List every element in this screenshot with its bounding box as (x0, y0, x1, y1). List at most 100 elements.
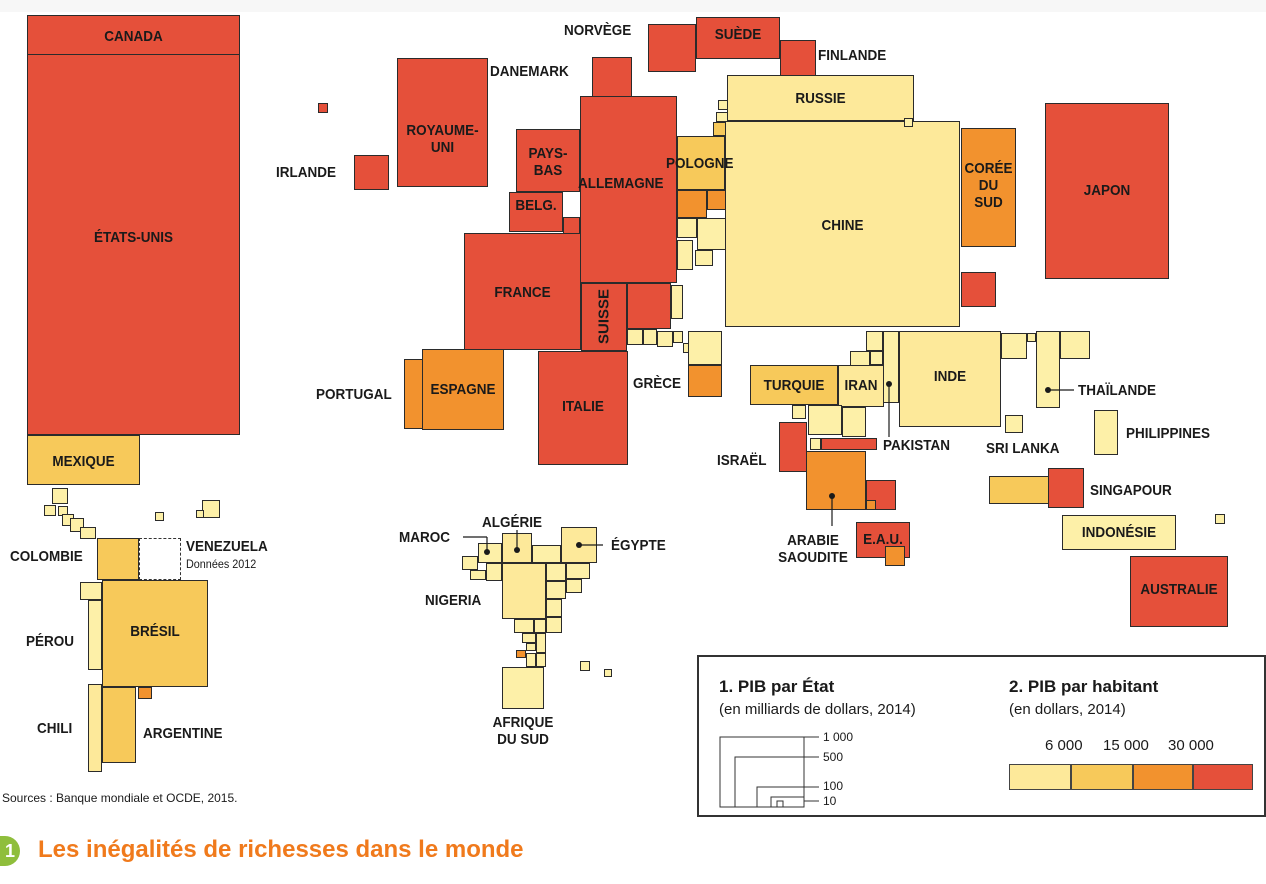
small-country[interactable] (546, 617, 562, 633)
small-country[interactable] (1027, 333, 1036, 342)
country-philippines[interactable] (1094, 410, 1118, 455)
small-country[interactable] (866, 480, 896, 510)
country-italie[interactable] (538, 351, 628, 465)
small-country[interactable] (604, 669, 612, 677)
small-country[interactable] (627, 329, 643, 345)
small-country[interactable] (842, 407, 866, 437)
small-country[interactable] (792, 405, 806, 419)
country-turquie[interactable] (750, 365, 838, 405)
small-country[interactable] (514, 619, 534, 633)
small-country[interactable] (526, 643, 536, 651)
country-allemagne[interactable] (580, 96, 677, 283)
country-australie[interactable] (1130, 556, 1228, 627)
small-country[interactable] (546, 599, 562, 617)
small-country[interactable] (318, 103, 328, 113)
country-irlande[interactable] (354, 155, 389, 190)
small-country[interactable] (810, 438, 821, 450)
small-country[interactable] (536, 633, 546, 653)
small-country[interactable] (462, 556, 478, 570)
small-country[interactable] (534, 619, 546, 633)
country-maroc[interactable] (478, 543, 502, 563)
small-country[interactable] (866, 500, 876, 510)
country-japon[interactable] (1045, 103, 1169, 279)
small-country[interactable] (643, 329, 657, 345)
small-country[interactable] (866, 331, 883, 351)
small-country[interactable] (716, 112, 728, 122)
country-france[interactable] (464, 233, 581, 350)
small-country[interactable] (196, 510, 204, 518)
small-country[interactable] (697, 218, 727, 250)
country-russie[interactable] (727, 75, 914, 121)
small-country[interactable] (688, 331, 722, 365)
country-nigeria[interactable] (502, 563, 546, 619)
country-colombie[interactable] (97, 538, 139, 580)
small-country[interactable] (486, 563, 502, 581)
small-country[interactable] (526, 653, 536, 667)
small-country[interactable] (961, 272, 996, 307)
country-chili[interactable] (88, 684, 102, 772)
country-venezuela[interactable] (139, 538, 181, 580)
country-danemark[interactable] (592, 57, 632, 97)
small-country[interactable] (1060, 331, 1090, 359)
country-espagne[interactable] (422, 349, 504, 430)
small-country[interactable] (202, 500, 220, 518)
country-indonesie[interactable] (1062, 515, 1176, 550)
country-chine[interactable] (725, 121, 960, 327)
small-country[interactable] (566, 579, 582, 593)
small-country[interactable] (627, 283, 671, 329)
small-country[interactable] (671, 285, 683, 319)
country-pologne[interactable] (677, 136, 725, 190)
country-etats-unis[interactable] (27, 54, 240, 435)
small-country[interactable] (52, 488, 68, 504)
small-country[interactable] (580, 661, 590, 671)
country-belg[interactable] (509, 192, 563, 232)
country-finlande[interactable] (780, 40, 816, 76)
small-country[interactable] (536, 653, 546, 667)
country-bresil[interactable] (102, 580, 208, 687)
country-iran[interactable] (838, 365, 884, 407)
country-grece[interactable] (688, 365, 722, 397)
country-afrique-du-sud[interactable] (502, 667, 544, 709)
small-country[interactable] (532, 545, 561, 563)
small-country[interactable] (470, 570, 486, 580)
country-norvege[interactable] (648, 24, 696, 72)
small-country[interactable] (80, 527, 96, 539)
country-argentine[interactable] (102, 687, 136, 763)
small-country[interactable] (885, 546, 905, 566)
country-royaume-uni[interactable] (397, 58, 488, 187)
country-sri-lanka[interactable] (1005, 415, 1023, 433)
small-country[interactable] (808, 405, 842, 435)
country-suede[interactable] (696, 17, 780, 59)
small-country[interactable] (677, 218, 697, 238)
small-country[interactable] (695, 250, 713, 266)
country-pakistan[interactable] (821, 438, 877, 450)
small-country[interactable] (566, 563, 590, 579)
small-country[interactable] (989, 476, 1049, 504)
country-thailande[interactable] (1036, 331, 1060, 408)
country-singapour[interactable] (1048, 468, 1084, 508)
country-inde[interactable] (899, 331, 1001, 427)
small-country[interactable] (718, 100, 728, 110)
country-mexique[interactable] (27, 435, 140, 485)
small-country[interactable] (546, 563, 566, 581)
small-country[interactable] (870, 351, 883, 365)
small-country[interactable] (138, 687, 152, 699)
small-country[interactable] (657, 331, 673, 347)
small-country[interactable] (677, 240, 693, 270)
small-country[interactable] (677, 190, 707, 218)
small-country[interactable] (546, 581, 566, 599)
small-country[interactable] (1215, 514, 1225, 524)
country-pays-bas[interactable] (516, 129, 580, 192)
country-arabie-saoudite[interactable] (806, 451, 866, 510)
small-country[interactable] (673, 331, 683, 343)
small-country[interactable] (516, 650, 526, 658)
country-suisse[interactable] (581, 283, 627, 351)
small-country[interactable] (44, 505, 56, 516)
small-country[interactable] (1001, 333, 1027, 359)
country-perou[interactable] (88, 600, 102, 670)
small-country[interactable] (904, 118, 913, 127)
small-country[interactable] (522, 633, 536, 643)
small-country[interactable] (155, 512, 164, 521)
small-country[interactable] (80, 582, 102, 600)
country-coree-du-sud[interactable] (961, 128, 1016, 247)
